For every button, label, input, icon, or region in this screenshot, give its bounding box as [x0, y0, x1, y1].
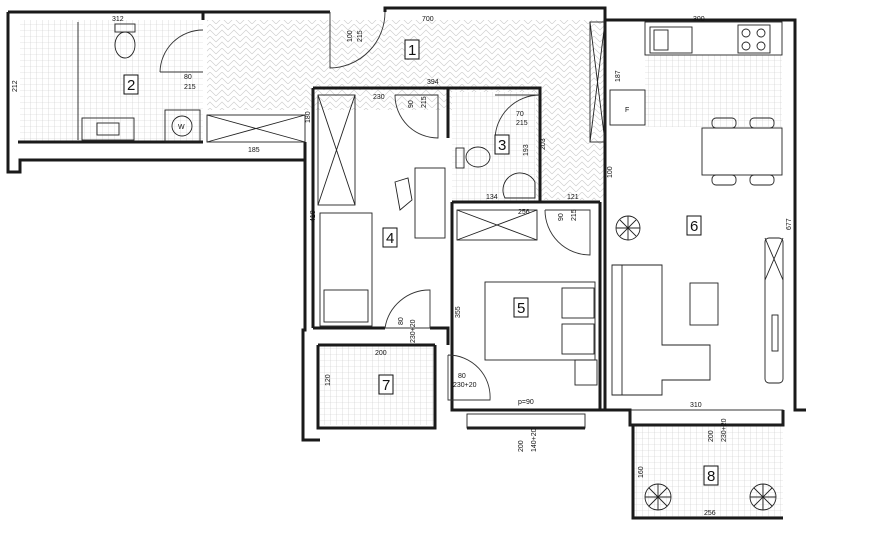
- kitchen-counter: [644, 21, 783, 56]
- room-number-7: 7: [382, 377, 390, 394]
- dimension-labels: 312 212 700 300 100 215 80 215 394 230 9…: [12, 16, 793, 517]
- dim-677: 677: [786, 218, 793, 230]
- dim-185: 185: [248, 147, 260, 154]
- room-number-4: 4: [386, 230, 394, 247]
- toilet-room-3: [465, 146, 491, 168]
- tv-unit: [764, 237, 784, 384]
- cooktop-icon: [737, 24, 771, 54]
- room-number-5: 5: [517, 300, 525, 317]
- dim-300: 300: [693, 16, 705, 23]
- dim-193: 193: [523, 144, 530, 156]
- washer-box: [164, 109, 201, 143]
- dim-160: 160: [638, 466, 645, 478]
- dim-80-room4-lower: 80: [398, 317, 405, 325]
- floor-fills: [20, 20, 783, 517]
- room-number-3: 3: [498, 137, 506, 154]
- floor-room-2: [20, 20, 203, 142]
- dim-256-room5: 256: [518, 209, 530, 216]
- kitchen-sink: [649, 26, 693, 54]
- toilet-tank: [114, 23, 136, 33]
- dim-215-room3: 215: [516, 120, 528, 127]
- desk-room-4: [414, 167, 446, 239]
- fridge-box: [609, 89, 646, 126]
- dim-310: 310: [690, 402, 702, 409]
- window-living: [629, 409, 784, 426]
- dim-215-entrance: 215: [357, 30, 364, 42]
- wardrobe-room-5: [456, 209, 538, 241]
- dim-230-20-living: 230+20: [721, 418, 728, 442]
- coffee-table: [689, 282, 719, 326]
- dim-215-room2: 215: [184, 84, 196, 91]
- bed-room-5: [484, 281, 596, 361]
- chair-icon: [394, 177, 413, 211]
- plant-icon: [615, 215, 641, 241]
- dim-134: 134: [486, 194, 498, 201]
- dining-table: [701, 127, 783, 176]
- dim-700: 700: [422, 16, 434, 23]
- hall-wardrobe: [589, 21, 606, 143]
- dim-212: 212: [12, 80, 19, 92]
- dim-120: 120: [325, 374, 332, 386]
- room-number-2: 2: [127, 77, 135, 94]
- dim-70: 70: [516, 111, 524, 118]
- room-numbers: 1 2 3 4 5 6 7 8: [123, 39, 719, 486]
- washer-icon: [171, 115, 193, 137]
- window-room-5: [466, 413, 586, 429]
- room-number-8: 8: [707, 468, 715, 485]
- room-number-1: 1: [408, 42, 416, 59]
- door-room-4-lower: [384, 289, 431, 329]
- dim-80-room2: 80: [184, 74, 192, 81]
- dim-p90: p=90: [518, 399, 534, 406]
- bed-room-4: [319, 212, 373, 327]
- room-number-6: 6: [690, 218, 698, 235]
- dim-215-room5: 215: [571, 209, 578, 221]
- dim-230-20-room4-lower: 230+20: [410, 319, 417, 343]
- dim-215-room4: 215: [421, 96, 428, 108]
- washer-label: W: [178, 124, 185, 131]
- hall-storage: [206, 114, 306, 143]
- door-room-2: [159, 29, 204, 73]
- door-room-4: [394, 94, 439, 139]
- dim-200-window-room5: 200: [518, 440, 525, 452]
- dim-200-room7: 200: [375, 350, 387, 357]
- dim-200-window-living: 200: [708, 430, 715, 442]
- basin-room-3: [502, 172, 536, 199]
- dim-355: 355: [455, 306, 462, 318]
- dim-121: 121: [567, 194, 579, 201]
- dim-312: 312: [112, 16, 124, 23]
- dim-187: 187: [615, 70, 622, 82]
- dim-230-20-room7: 230+20: [453, 382, 477, 389]
- dim-180: 180: [305, 111, 312, 123]
- dim-140-20: 140+20: [531, 428, 538, 452]
- dim-394: 394: [427, 79, 439, 86]
- fridge-label: F: [625, 107, 629, 114]
- floor-room-7: [320, 345, 435, 425]
- furniture: [77, 21, 784, 511]
- dim-100-entrance: 100: [347, 30, 354, 42]
- floor-kitchen: [645, 55, 782, 127]
- dim-256-balcony: 256: [704, 510, 716, 517]
- dim-230-room4: 230: [373, 94, 385, 101]
- dim-90-room4: 90: [408, 100, 415, 108]
- door-room-3: [494, 94, 541, 141]
- floor-room-1-lower: [535, 90, 605, 200]
- dim-418: 418: [310, 210, 317, 222]
- wardrobe-room-4: [317, 94, 356, 206]
- door-entrance: [329, 11, 386, 69]
- dim-80-room7: 80: [458, 373, 466, 380]
- floor-room-3: [452, 92, 536, 202]
- sofa: [611, 264, 711, 396]
- dim-203: 203: [540, 138, 547, 150]
- door-room-7: [447, 354, 491, 401]
- door-room-5: [544, 209, 591, 256]
- plant-icon-balcony-left: [644, 483, 672, 511]
- plant-icon-balcony-right: [749, 483, 777, 511]
- dim-90-room5: 90: [558, 213, 565, 221]
- sink-icon: [81, 117, 135, 141]
- door-swings: [159, 11, 591, 401]
- dim-100-hall: 100: [607, 166, 614, 178]
